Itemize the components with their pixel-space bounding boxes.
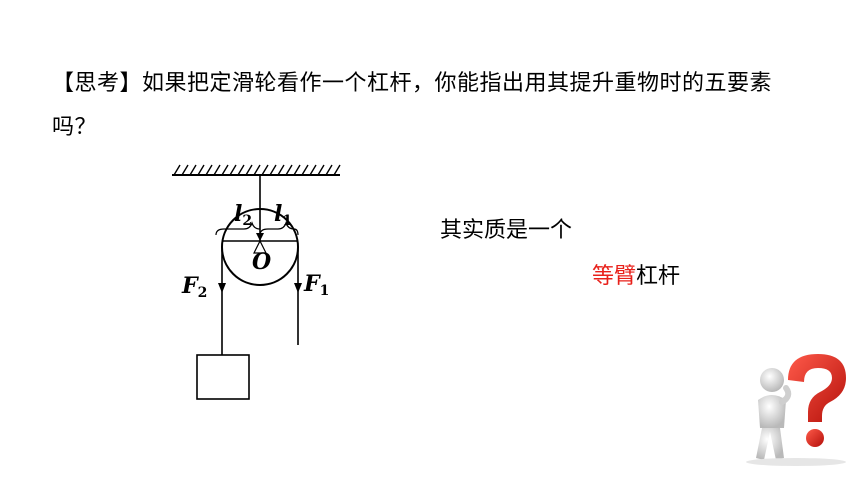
fulcrum-mark xyxy=(253,239,267,254)
answer-suffix: 杠杆 xyxy=(636,264,681,289)
axle-arrow xyxy=(256,233,264,241)
label-f2: F2 xyxy=(181,273,207,301)
ceiling-hatch xyxy=(173,164,341,176)
answer-conclusion: 等臂杠杆 xyxy=(592,258,680,290)
label-l1: l1 xyxy=(274,201,292,229)
answer-highlight: 等臂 xyxy=(592,264,637,289)
answer-prefix: 其实质是一个 xyxy=(440,218,573,243)
label-l2: l2 xyxy=(234,201,252,229)
label-fulcrum: O xyxy=(252,249,271,275)
force-arrow-f1 xyxy=(294,283,302,293)
label-f1: F1 xyxy=(303,271,329,299)
thinking-person-question-mark-icon xyxy=(746,354,846,466)
question-text: 【思考】如果把定滑轮看作一个杠杆，你能指出用其提升重物时的五要素吗？ xyxy=(52,71,773,140)
brace-l1 xyxy=(259,221,299,236)
weight-box xyxy=(196,354,250,400)
force-arrow-f2 xyxy=(218,283,226,293)
fixed-pulley-diagram: l2 l1 O F2 F1 xyxy=(172,164,341,400)
brace-l2 xyxy=(215,221,261,236)
